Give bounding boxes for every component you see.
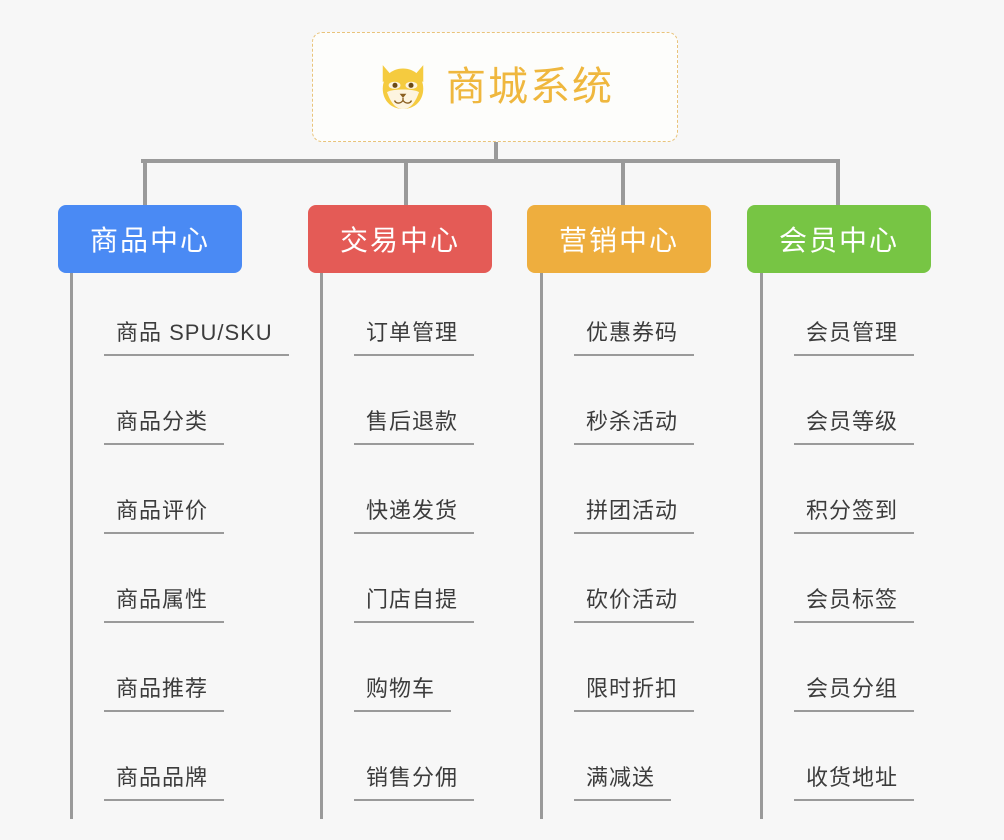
leaf-item-label: 砍价活动: [574, 582, 695, 623]
leaf-item[interactable]: 会员分组: [760, 629, 915, 718]
connector-root-stem: [494, 142, 498, 163]
column-rail-trade-center: [320, 273, 323, 819]
leaf-item[interactable]: 商品品牌: [70, 718, 225, 807]
leaf-item-label: 限时折扣: [574, 671, 695, 712]
leaf-item-label: 商品分类: [104, 404, 225, 445]
leaf-item-label: 商品推荐: [104, 671, 225, 712]
leaf-item-label: 会员标签: [794, 582, 915, 623]
leaf-item[interactable]: 砍价活动: [540, 540, 695, 629]
leaf-item[interactable]: 秒杀活动: [540, 362, 695, 451]
leaf-item[interactable]: 售后退款: [320, 362, 475, 451]
category-header-member-center[interactable]: 会员中心: [747, 205, 931, 273]
leaf-item[interactable]: 会员管理: [760, 273, 915, 362]
leaf-item-label: 拼团活动: [574, 493, 695, 534]
leaf-item[interactable]: 购物车: [320, 629, 452, 718]
leaf-item[interactable]: 积分签到: [760, 451, 915, 540]
connector-drop-member-center: [836, 159, 840, 205]
leaf-item[interactable]: 会员等级: [760, 362, 915, 451]
connector-bus: [141, 159, 840, 163]
leaf-item-label: 优惠券码: [574, 315, 695, 356]
leaf-item-label: 商品评价: [104, 493, 225, 534]
leaf-item[interactable]: 销售分佣: [320, 718, 475, 807]
leaf-item-label: 商品 SPU/SKU: [104, 315, 289, 356]
shiba-dog-icon: [382, 65, 424, 109]
leaf-item-label: 购物车: [354, 671, 452, 712]
leaf-item[interactable]: 限时折扣: [540, 629, 695, 718]
connector-drop-trade-center: [404, 159, 408, 205]
category-header-marketing-center[interactable]: 营销中心: [527, 205, 711, 273]
leaf-item[interactable]: 满减送: [540, 718, 672, 807]
category-header-trade-center[interactable]: 交易中心: [308, 205, 492, 273]
leaf-item[interactable]: 订单管理: [320, 273, 475, 362]
leaf-item[interactable]: 商品 SPU/SKU: [70, 273, 289, 362]
leaf-item-label: 商品品牌: [104, 760, 225, 801]
root-title: 商城系统: [446, 65, 614, 109]
leaf-item-label: 积分签到: [794, 493, 915, 534]
leaf-item[interactable]: 门店自提: [320, 540, 475, 629]
root-node-mall-system[interactable]: 商城系统: [312, 32, 678, 142]
column-rail-product-center: [70, 273, 73, 819]
leaf-item[interactable]: 收货地址: [760, 718, 915, 807]
leaf-item[interactable]: 商品推荐: [70, 629, 225, 718]
column-rail-member-center: [760, 273, 763, 819]
leaf-item[interactable]: 商品分类: [70, 362, 225, 451]
leaf-item-label: 订单管理: [354, 315, 475, 356]
leaf-item[interactable]: 快递发货: [320, 451, 475, 540]
category-header-product-center[interactable]: 商品中心: [58, 205, 242, 273]
leaf-item-label: 快递发货: [354, 493, 475, 534]
leaf-item-label: 商品属性: [104, 582, 225, 623]
column-rail-marketing-center: [540, 273, 543, 819]
leaf-item[interactable]: 商品属性: [70, 540, 225, 629]
leaf-item[interactable]: 拼团活动: [540, 451, 695, 540]
leaf-item-label: 秒杀活动: [574, 404, 695, 445]
leaf-item-label: 满减送: [574, 760, 672, 801]
connector-drop-product-center: [143, 159, 147, 205]
leaf-item-label: 会员管理: [794, 315, 915, 356]
leaf-item-label: 收货地址: [794, 760, 915, 801]
leaf-item[interactable]: 会员标签: [760, 540, 915, 629]
leaf-item-label: 会员等级: [794, 404, 915, 445]
leaf-item[interactable]: 商品评价: [70, 451, 225, 540]
leaf-item-label: 售后退款: [354, 404, 475, 445]
leaf-item-label: 销售分佣: [354, 760, 475, 801]
connector-drop-marketing-center: [621, 159, 625, 205]
leaf-item-label: 会员分组: [794, 671, 915, 712]
leaf-item[interactable]: 优惠券码: [540, 273, 695, 362]
leaf-item-label: 门店自提: [354, 582, 475, 623]
